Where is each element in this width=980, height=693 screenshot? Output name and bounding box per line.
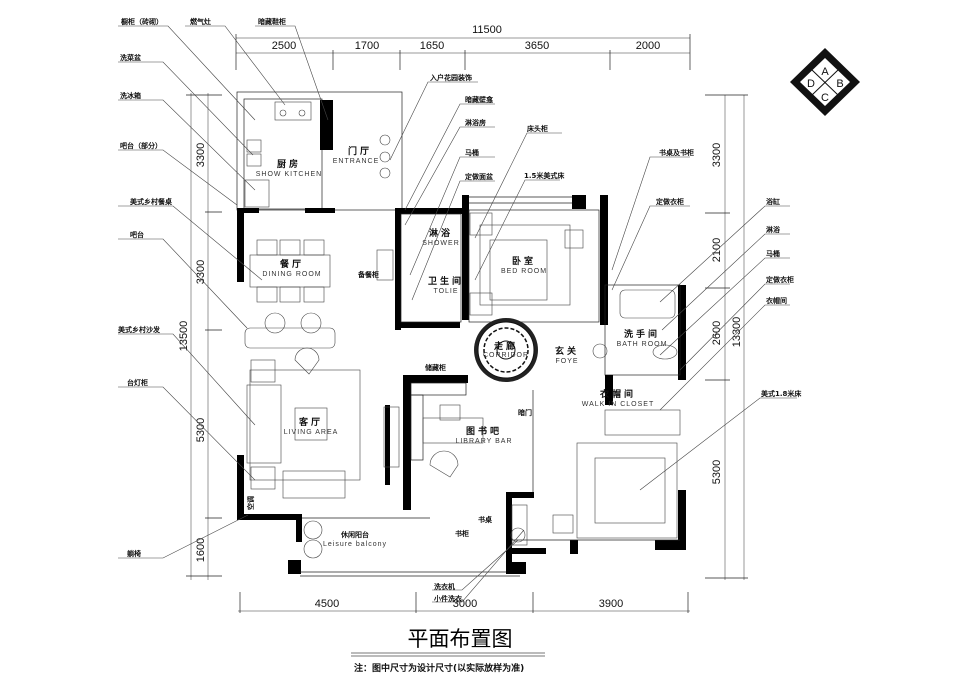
dim-left: 5300 <box>195 418 207 442</box>
label-desk-bookcase: 书桌及书柜 <box>659 148 694 157</box>
label-cabinet: 橱柜（砖砌） <box>121 17 163 26</box>
label-lamp-cabinet: 台灯柜 <box>127 378 148 387</box>
right-dimensions: 3300 2100 2600 5300 13300 <box>705 94 748 580</box>
room-toilet-en: TOLIE <box>433 288 458 295</box>
compass-b: B <box>836 78 843 90</box>
label-washer: 洗衣机 <box>434 582 455 591</box>
label-small-washer: 小件洗衣 <box>433 594 463 603</box>
label-toilet: 马桶 <box>465 148 479 157</box>
room-entrance: 门厅 <box>348 145 372 157</box>
dim-bottom: 3900 <box>599 598 623 610</box>
room-living: 客厅 <box>298 416 323 428</box>
label-toilet-2: 马桶 <box>766 249 780 258</box>
room-entrance-en: ENTRANCE <box>333 158 380 165</box>
annotation-labels: 橱柜（砖砌） 燃气灶 暗藏鞋柜 洗菜盆 洗冰箱 吧台（部分） 美式乡村餐桌 吧台… <box>118 17 802 603</box>
compass-icon: A D B C <box>790 48 860 116</box>
dim-bottom: 3000 <box>453 598 477 610</box>
label-shoe-cabinet: 暗藏鞋柜 <box>258 17 286 26</box>
dim-right-total: 13300 <box>731 317 743 348</box>
label-bookcase: 书柜 <box>455 529 469 538</box>
room-toilet: 卫生间 <box>428 275 464 287</box>
room-shower-en: SHOWER <box>422 240 460 247</box>
dim-right: 5300 <box>711 460 723 484</box>
dim-top: 1650 <box>420 40 444 52</box>
room-bedroom: 卧室 <box>512 255 536 267</box>
dim-top: 2000 <box>636 40 660 52</box>
label-fridge: 洗冰箱 <box>120 91 141 100</box>
label-nightstand: 床头柜 <box>527 124 548 133</box>
compass-d: D <box>807 78 815 90</box>
dim-right: 3300 <box>711 143 723 167</box>
label-bed-18: 美式1.8米床 <box>761 389 802 398</box>
label-bar: 吧台 <box>130 230 144 239</box>
room-corridor: 走廊 <box>493 340 518 352</box>
room-closet: 衣帽间 <box>600 388 636 400</box>
room-labels: 厨房 SHOW KITCHEN 门厅 ENTRANCE 餐厅 DINING RO… <box>256 145 668 548</box>
label-garden-decor: 入户花园装饰 <box>429 73 472 82</box>
furniture <box>244 101 681 559</box>
room-balcony-en: Leisure balcony <box>323 541 387 548</box>
room-dining-en: DINING ROOM <box>262 271 321 278</box>
room-balcony: 休闲阳台 <box>340 530 369 539</box>
dim-left: 1600 <box>195 538 207 562</box>
label-bar-part: 吧台（部分） <box>120 141 162 150</box>
room-bedroom-en: BED ROOM <box>501 268 547 275</box>
drawing-note: 注：图中尺寸为设计尺寸(以实际放样为准) <box>354 662 524 674</box>
room-foyer: 玄关 <box>555 345 579 357</box>
dim-left-total: 13500 <box>178 321 190 352</box>
room-closet-en: WALK IN CLOSET <box>582 401 654 408</box>
label-hidden-door: 暗门 <box>518 408 532 417</box>
label-cloakroom: 衣帽间 <box>766 296 787 305</box>
dim-top-total: 11500 <box>472 24 502 36</box>
label-bed-15: 1.5米美式床 <box>524 171 565 180</box>
room-kitchen-en: SHOW KITCHEN <box>256 171 322 178</box>
label-storage: 储藏柜 <box>424 363 446 372</box>
room-library: 图书吧 <box>466 425 502 437</box>
dim-top: 1700 <box>355 40 379 52</box>
label-ac: 空调 <box>246 496 255 510</box>
label-shower: 淋浴 <box>766 225 781 234</box>
label-bathtub: 浴缸 <box>766 197 780 206</box>
dim-right: 2600 <box>711 321 723 345</box>
room-corridor-en: CORRIDOR <box>483 352 529 359</box>
label-sink: 洗菜盆 <box>120 53 142 62</box>
dim-top: 2500 <box>272 40 296 52</box>
compass-a: A <box>821 66 829 78</box>
room-library-en: LIBRARY BAR <box>455 438 512 445</box>
label-dining-table: 美式乡村餐桌 <box>130 197 172 206</box>
top-dimensions: 11500 2500 1700 1650 3650 2000 <box>235 24 691 70</box>
label-wardrobe-2: 定做衣柜 <box>766 275 794 284</box>
compass-c: C <box>821 92 829 104</box>
room-shower: 淋浴 <box>429 227 453 239</box>
label-shower-room: 淋浴房 <box>465 118 486 127</box>
leader-lines <box>118 25 797 603</box>
label-wardrobe: 定做衣柜 <box>656 197 684 206</box>
room-bathroom: 洗手间 <box>624 328 660 340</box>
room-dining: 餐厅 <box>279 258 304 270</box>
bottom-dimensions: 4500 3000 3900 <box>238 592 690 613</box>
label-desk: 书桌 <box>478 515 492 524</box>
page-title: 平面布置图 <box>408 627 513 651</box>
dim-bottom: 4500 <box>315 598 339 610</box>
room-living-en: LIVING AREA <box>284 429 339 436</box>
label-gas-stove: 燃气灶 <box>189 17 211 26</box>
dim-top: 3650 <box>525 40 549 52</box>
dim-left: 3300 <box>195 260 207 284</box>
label-sofa: 美式乡村沙发 <box>118 325 161 334</box>
label-basin: 定做面盆 <box>465 172 494 181</box>
left-dimensions: 3300 3300 5300 1600 13500 <box>178 93 222 580</box>
label-niche: 暗藏壁龛 <box>465 95 494 104</box>
label-sideboard: 备餐柜 <box>357 270 379 279</box>
room-bathroom-en: BATH ROOM <box>617 341 668 348</box>
label-lounge-chair: 躺椅 <box>127 549 141 558</box>
walls <box>236 91 686 577</box>
room-foyer-en: FOYE <box>555 358 578 365</box>
dim-left: 3300 <box>195 143 207 167</box>
room-kitchen: 厨房 <box>277 158 301 170</box>
